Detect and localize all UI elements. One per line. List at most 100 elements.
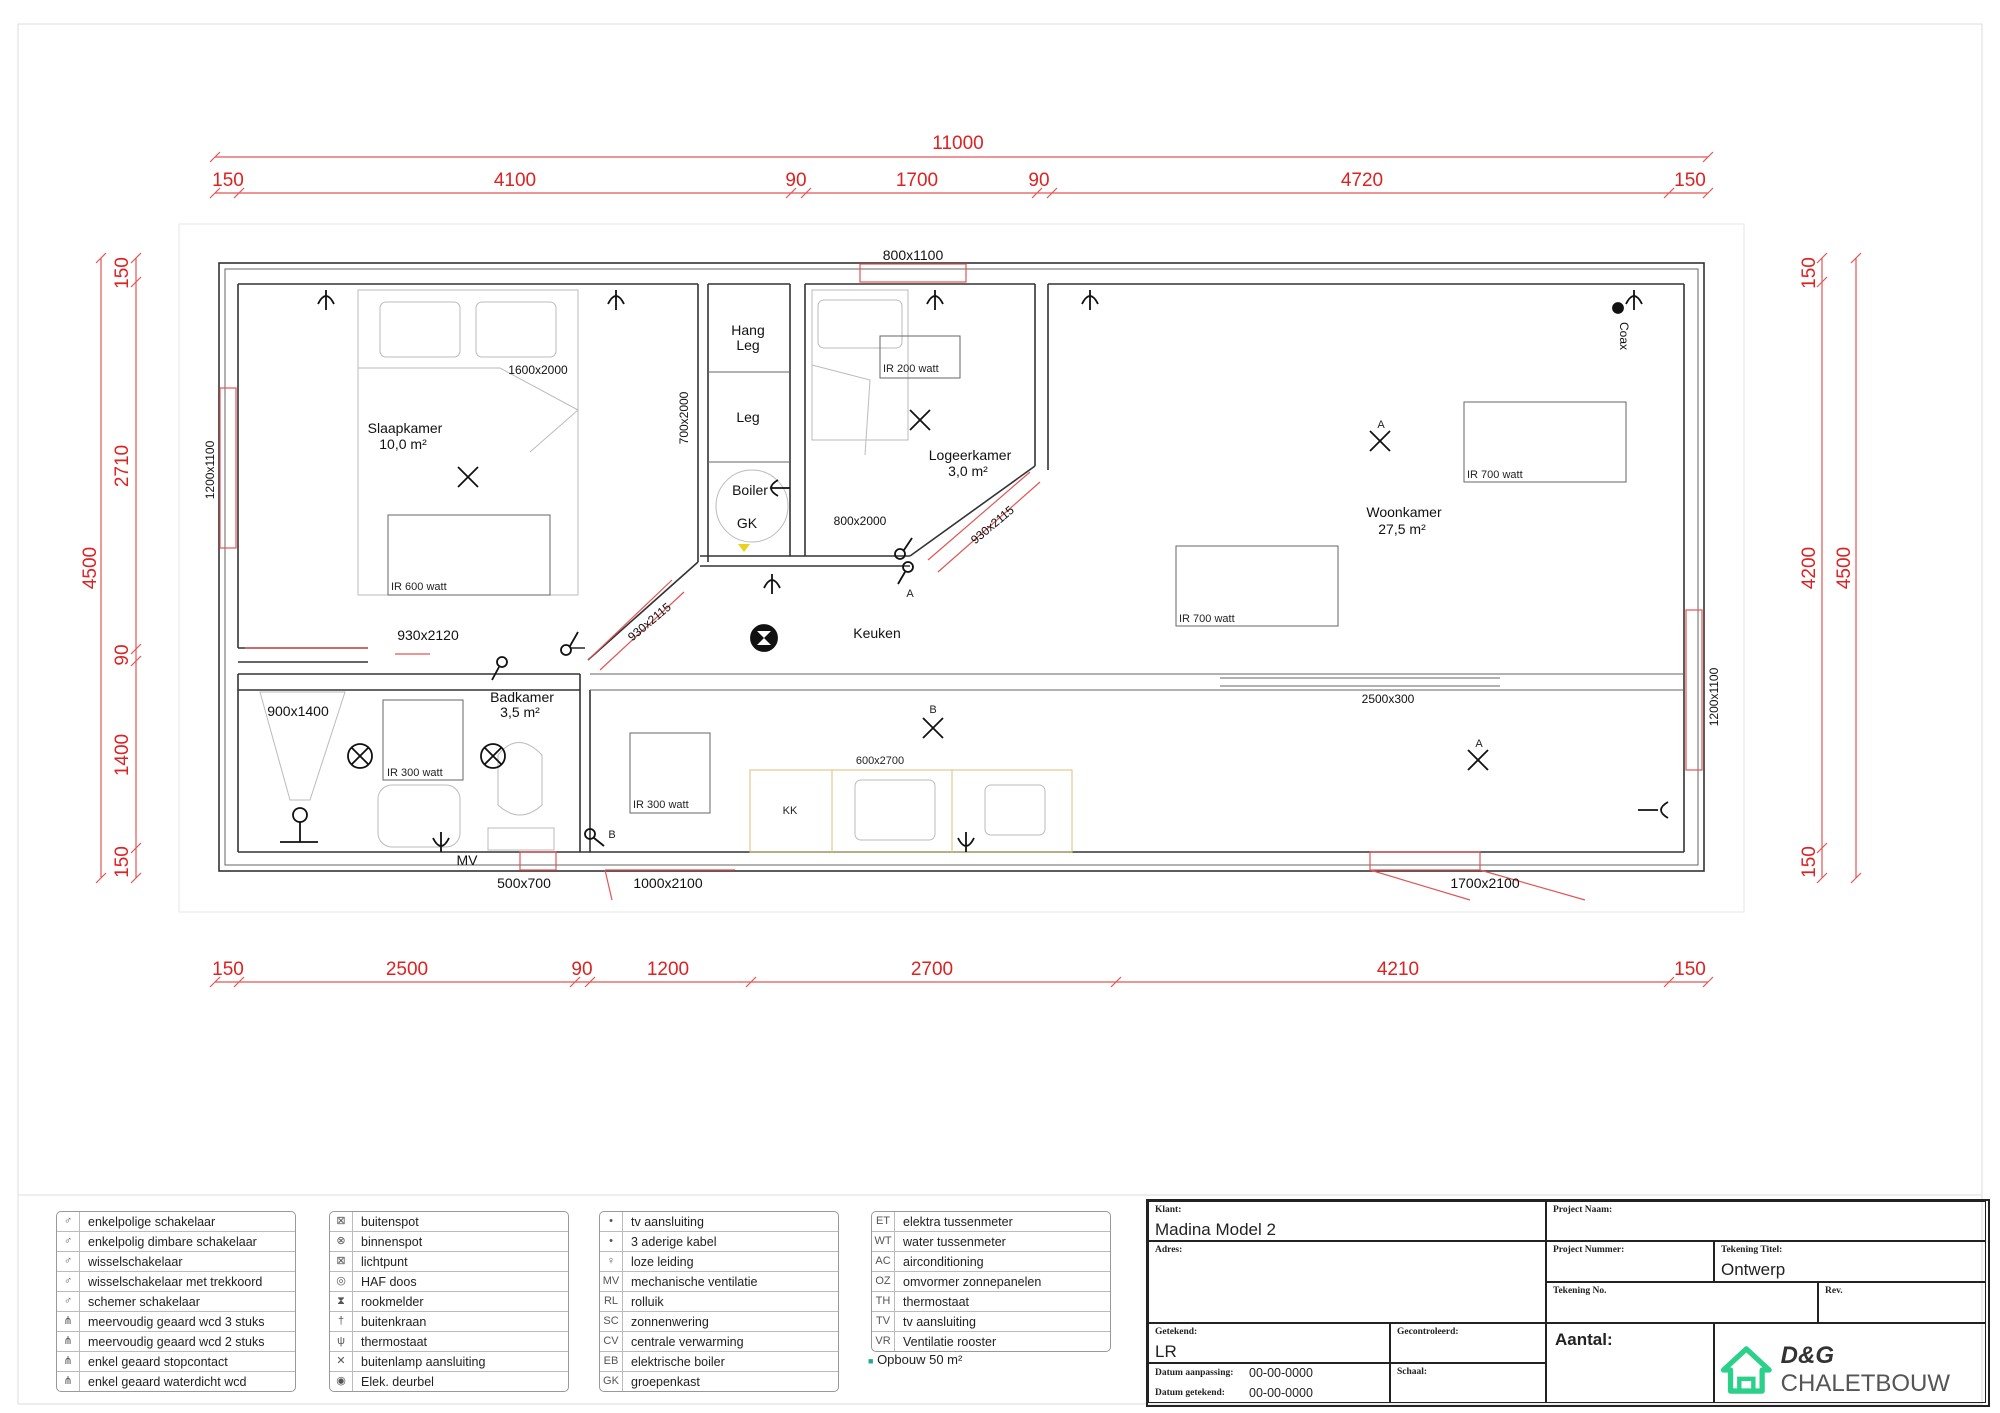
legend-label: mechanische ventilatie — [631, 1274, 758, 1289]
legend-label: enkel geaard stopcontact — [88, 1354, 228, 1369]
dim-top-0: 150 — [212, 170, 244, 191]
label-b1: B — [929, 704, 936, 716]
label-a1: A — [1377, 419, 1385, 431]
legend-label: tv aansluiting — [631, 1214, 704, 1229]
label-win-left: 1200x1100 — [203, 440, 217, 499]
logo-prefix: D&G — [1780, 1342, 1835, 1369]
legend-symbol-icon: ⊠ — [330, 1212, 353, 1231]
dim-bottom-4: 2700 — [911, 959, 953, 980]
room-badkamer-name: Badkamer — [490, 689, 554, 705]
legend-connections: •tv aansluiting•3 aderige kabel♀loze lei… — [599, 1211, 839, 1392]
left-dimensions: 4500 150 2710 90 1400 150 — [80, 252, 142, 884]
top-dimensions: 11000 150 4100 90 1700 90 4720 150 — [209, 133, 1714, 199]
legend-symbol-icon: ♂ — [57, 1292, 80, 1311]
legend-label: water tussenmeter — [903, 1234, 1006, 1249]
legend-symbol-icon: SC — [600, 1312, 623, 1331]
dim-bottom-3: 1200 — [647, 959, 689, 980]
label-closet-leg1: Leg — [736, 337, 759, 353]
rev-label: Rev. — [1825, 1286, 1843, 1296]
legend-symbol-icon: ET — [872, 1212, 895, 1231]
label-win-top: 800x1100 — [883, 247, 944, 263]
tekening-titel-label: Tekening Titel: — [1721, 1245, 1783, 1255]
legend-symbol-icon: GK — [600, 1372, 623, 1391]
opbouw-note: ■ Opbouw 50 m² — [868, 1352, 963, 1367]
legend-label: buitenkraan — [361, 1314, 427, 1329]
legend-symbol-icon: EB — [600, 1352, 623, 1371]
dim-top-6: 150 — [1674, 170, 1706, 191]
dim-bottom-2: 90 — [571, 959, 592, 980]
legend-row: ⋔enkel geaard stopcontact — [57, 1352, 295, 1372]
legend-label: loze leiding — [631, 1254, 694, 1269]
datum-aanpassing-value: 00-00-0000 — [1249, 1366, 1313, 1380]
dim-bottom-1: 2500 — [386, 959, 428, 980]
legend-row: OZ omvormer zonnepanelen — [872, 1272, 1110, 1292]
legend-row: • tv aansluiting — [600, 1212, 838, 1232]
legend-label: 3 aderige kabel — [631, 1234, 717, 1249]
cell-logo — [1714, 1323, 1986, 1403]
cell-klant: Klant: Madina Model 2 — [1148, 1201, 1546, 1241]
legend-row: ◎HAF doos — [330, 1272, 568, 1292]
label-door-1000: 1000x2100 — [633, 875, 703, 891]
legend-row: ⊠buitenspot — [330, 1212, 568, 1232]
legend-symbol-icon: OZ — [872, 1272, 895, 1291]
walls — [218, 262, 1705, 872]
legend-label: tv aansluiting — [903, 1314, 976, 1329]
cell-tekening-no: Tekening No. — [1546, 1282, 1818, 1323]
legend-label: omvormer zonnepanelen — [903, 1274, 1042, 1289]
legend-symbol-icon: ψ — [330, 1332, 353, 1351]
openings — [219, 263, 1703, 901]
legend-symbol-icon: ♂ — [57, 1212, 80, 1231]
label-door-930-2120: 930x2120 — [397, 627, 459, 643]
label-a2: A — [906, 588, 914, 600]
legend-label: buitenlamp aansluiting — [361, 1354, 486, 1369]
legend-label: thermostaat — [903, 1294, 970, 1309]
legend-symbol-icon: ⋔ — [57, 1372, 80, 1391]
legend-label: rolluik — [631, 1294, 664, 1309]
dim-total-width: 11000 — [932, 133, 983, 154]
label-ir-600: IR 600 watt — [391, 581, 447, 593]
label-closet-dim: 700x2000 — [677, 391, 691, 444]
cell-datums: Datum aanpassing: 00-00-0000 Datum getek… — [1148, 1363, 1390, 1403]
label-mv: MV — [457, 852, 479, 868]
aantal-label: Aantal: — [1555, 1330, 1613, 1349]
getekend-value: LR — [1155, 1342, 1177, 1361]
room-woonkamer-area: 27,5 m² — [1378, 521, 1426, 537]
adres-label: Adres: — [1155, 1245, 1183, 1255]
opbouw-text: Opbouw 50 m² — [877, 1352, 963, 1367]
legend-switches: ♂enkelpolige schakelaar♂enkelpolig dimba… — [56, 1211, 296, 1392]
furniture — [259, 289, 1073, 853]
legend-symbol-icon: ⊗ — [330, 1232, 353, 1251]
legend-label: meervoudig geaard wcd 2 stuks — [88, 1334, 265, 1349]
legend-label: Ventilatie rooster — [903, 1334, 997, 1349]
label-gk: GK — [737, 515, 758, 531]
legend-symbol-icon: RL — [600, 1292, 623, 1311]
label-beam: 2500x300 — [1362, 692, 1415, 706]
legend-symbol-icon: • — [600, 1232, 623, 1251]
legend-label: groepenkast — [631, 1374, 700, 1389]
cell-tekening-titel: Tekening Titel: Ontwerp — [1714, 1241, 1986, 1282]
label-ir-200: IR 200 watt — [883, 363, 939, 375]
legend-row: ♂schemer schakelaar — [57, 1292, 295, 1312]
dim-bottom-6: 150 — [1674, 959, 1706, 980]
room-labels: Slaapkamer 10,0 m² Logeerkamer 3,0 m² Wo… — [368, 420, 1442, 720]
legend-row: ♂wisselschakelaar met trekkoord — [57, 1272, 295, 1292]
legend-row: TH thermostaat — [872, 1292, 1110, 1312]
legend-symbol-icon: • — [600, 1212, 623, 1231]
legend-row: ⋔meervoudig geaard wcd 3 stuks — [57, 1312, 295, 1332]
legend-lights: ⊠buitenspot⊗binnenspot⊠lichtpunt◎HAF doo… — [329, 1211, 569, 1392]
dim-right-2: 150 — [1799, 846, 1820, 878]
legend-symbol-icon: ⋔ — [57, 1312, 80, 1331]
room-keuken-name: Keuken — [853, 625, 900, 641]
legend-symbol-icon: VR — [872, 1332, 895, 1351]
legend-row: VR Ventilatie rooster — [872, 1332, 1110, 1351]
house-icon — [1720, 1346, 1772, 1394]
schaal-label: Schaal: — [1397, 1367, 1428, 1377]
label-a3: A — [1475, 738, 1483, 750]
legend-symbol-icon: ✕ — [330, 1352, 353, 1371]
cell-rev: Rev. — [1818, 1282, 1986, 1323]
dim-top-2: 90 — [785, 170, 806, 191]
legend-symbol-icon: TH — [872, 1292, 895, 1311]
